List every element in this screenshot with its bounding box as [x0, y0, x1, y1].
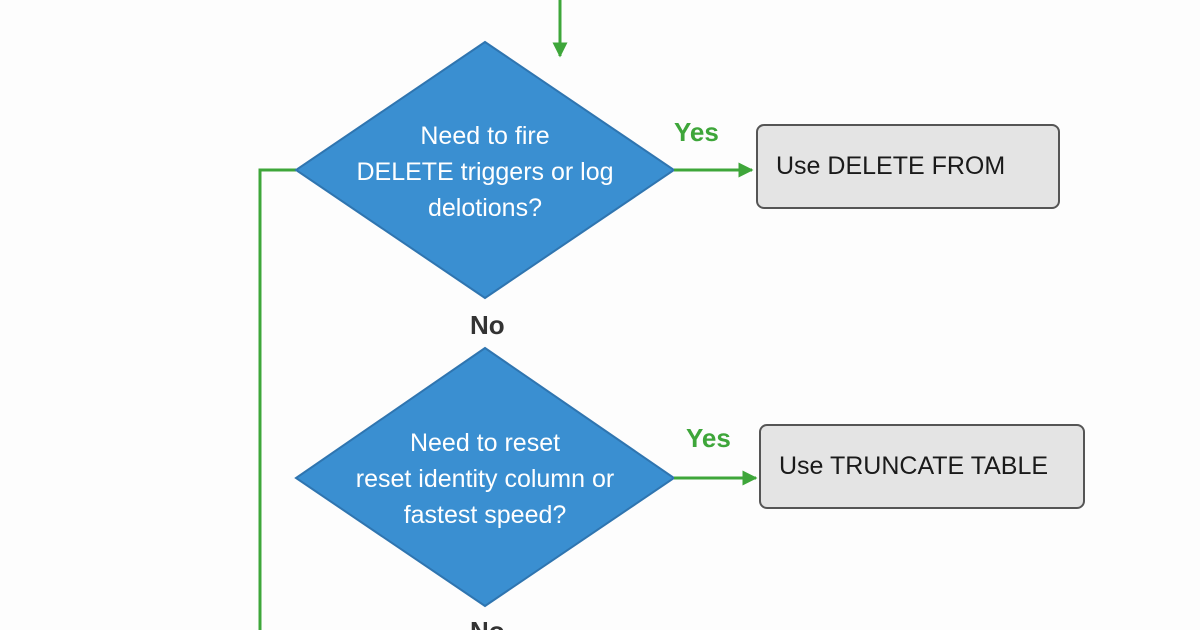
left-branch-connector: [258, 168, 296, 630]
decision-2-line-3: fastest speed?: [403, 501, 567, 529]
action-truncate-table-label: Use TRUNCATE TABLE: [779, 452, 1049, 480]
decision-1-line-1: Need to fire: [420, 122, 550, 150]
action-delete-from-label: Use DELETE FROM: [776, 152, 1006, 180]
decision-1-line-2: DELETE triggers or log: [356, 158, 614, 186]
decision-1-yes-label: Yes: [674, 117, 719, 147]
decision-1-question: Need to fire DELETE triggers or log delo…: [335, 118, 635, 226]
decision-diamond-1: [294, 40, 676, 300]
decision-2-yes-label: Yes: [686, 423, 731, 453]
decision-1-no-label: No: [470, 310, 505, 340]
decision-1-line-3: delotions?: [428, 194, 542, 222]
action-truncate-table: Use TRUNCATE TABLE: [759, 424, 1085, 509]
decision-2-line-2: reset identity column or: [355, 465, 615, 493]
decision-2-question: Need to reset reset identity column or f…: [335, 425, 635, 533]
decision-2-line-1: Need to reset: [409, 429, 561, 457]
action-delete-from: Use DELETE FROM: [756, 124, 1060, 209]
decision-2-no-label: No: [470, 616, 505, 630]
decision-diamond-2: [294, 346, 676, 608]
